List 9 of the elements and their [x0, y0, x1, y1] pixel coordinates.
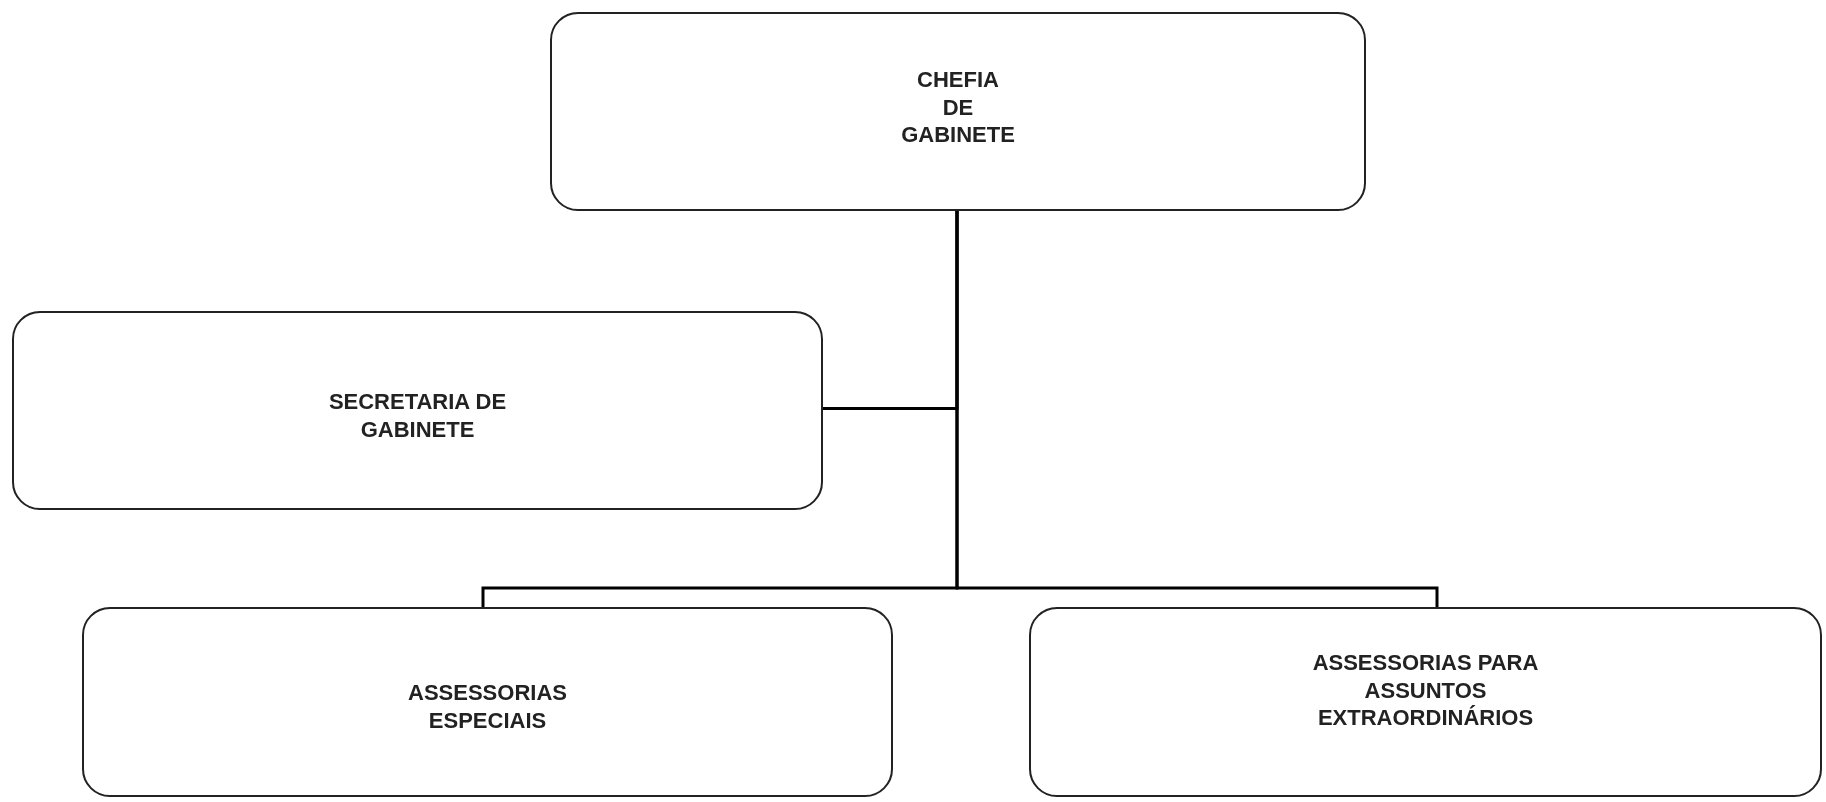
unit-name: ASSESSORIAS ESPECIAIS — [408, 679, 567, 734]
org-box — [1029, 607, 1822, 797]
unit-name: CHEFIA DE GABINETE — [901, 66, 1015, 149]
org-box — [12, 311, 823, 510]
org-box — [550, 12, 1366, 211]
unit-name: ASSESSORIAS PARA ASSUNTOS EXTRAORDINÁRIOS — [1311, 649, 1540, 732]
org-box — [82, 607, 893, 797]
unit-name: SECRETARIA DE GABINETE — [327, 388, 508, 443]
connector-line — [955, 211, 1439, 607]
